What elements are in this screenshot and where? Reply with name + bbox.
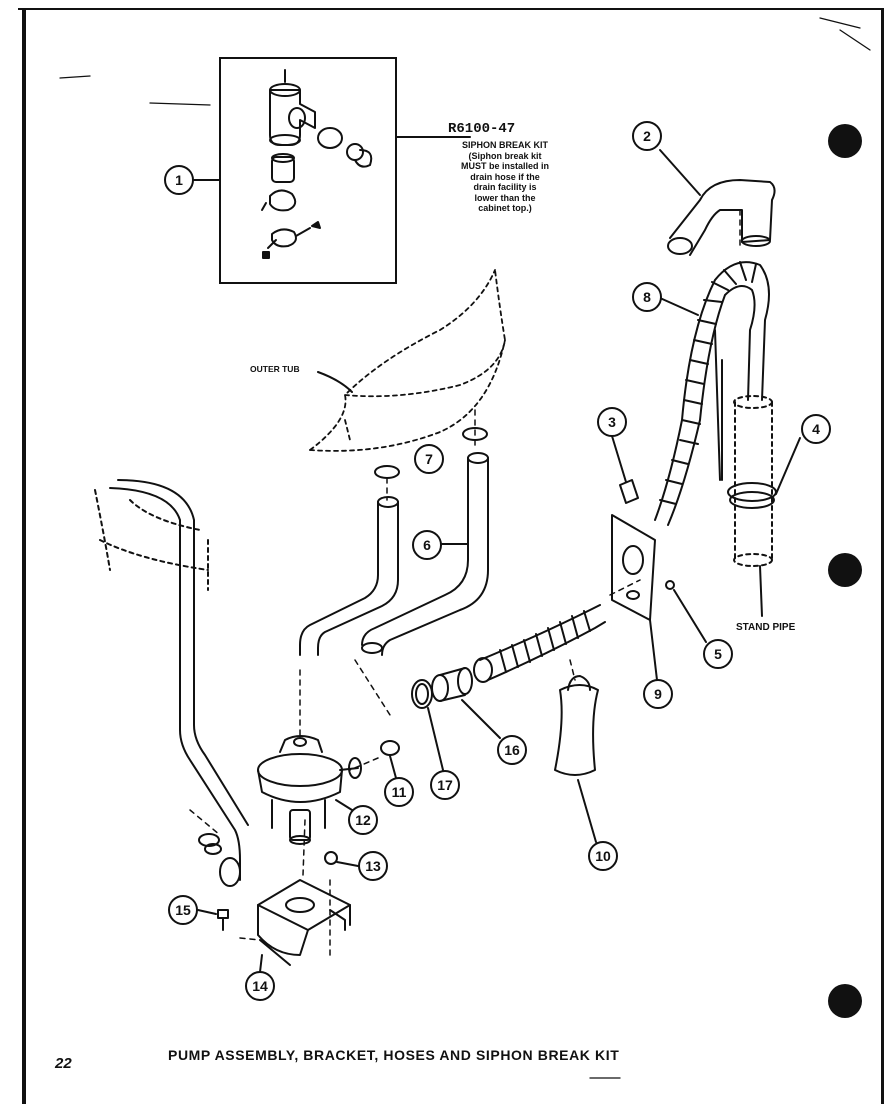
callout-10: 10 [588,841,618,871]
kit-part-number: R6100-47 [448,121,516,137]
clamp-11 [380,740,400,756]
callout-9: 9 [643,679,673,709]
callout-5-leader [673,589,707,643]
page-number: 22 [55,1055,72,1072]
callout-9-leader [649,619,658,681]
callout-16: 16 [497,735,527,765]
page-frame [18,8,884,1104]
callout-2: 2 [632,121,662,151]
callout-13-leader [336,861,359,867]
pump-assembly [257,735,362,845]
kit-line: MUST be installed in [460,161,549,171]
callout-15-leader [197,909,217,915]
siphon-break-kit-box [219,57,397,284]
binder-hole-top [828,124,862,158]
callout-4-leader [775,437,801,495]
nut-13 [324,851,338,865]
corrugated-hose-lower [473,604,606,683]
stand-pipe [727,395,777,567]
binder-hole-bottom [828,984,862,1018]
callout-8: 8 [632,282,662,312]
callout-5: 5 [703,639,733,669]
kit-line: (Siphon break kit [468,150,542,161]
drain-hose-8 [654,261,770,526]
callout-6: 6 [412,530,442,560]
kit-line: SIPHON BREAK KIT [461,140,548,150]
callout-17: 17 [430,770,460,800]
page-frame-left-edge [22,8,26,1104]
callout-13: 13 [358,851,388,881]
callout-12-leader [335,799,353,811]
screw-5 [665,580,675,590]
outer-tub-leader [317,371,353,393]
kit-line: drain facility is [473,182,537,192]
assembly-guide-lines [189,209,741,961]
stand-pipe-leader [759,565,763,617]
callout-3: 3 [597,407,627,437]
long-drain-tube [94,479,249,887]
clip-3 [619,479,639,504]
coupling-16 [431,667,473,702]
hose-elbow-2 [667,179,776,256]
binder-hole-middle [828,553,862,587]
clamp-17 [411,679,433,709]
callout-1: 1 [164,165,194,195]
callout-7: 7 [414,444,444,474]
hose-plate-9 [611,514,656,621]
callout-8-leader [659,297,699,316]
outer-tub-outline [309,269,506,452]
hose-guide-10 [554,675,599,776]
kit-line: cabinet top.) [478,203,532,213]
clamp-lower-left [198,833,222,855]
callout-10-leader [577,779,597,843]
callout-11-leader [389,755,397,779]
scan-marks [59,17,871,1079]
pump-hoses [299,452,489,656]
pump-bracket [257,879,351,966]
kit-line: drain hose if the [470,171,540,182]
callout-16-leader [461,699,501,739]
callout-14-leader [259,954,263,973]
kit-line: lower than the [474,192,536,203]
callout-14: 14 [245,971,275,1001]
stand-pipe-label: STAND PIPE [736,622,796,633]
diagram-caption: PUMP ASSEMBLY, BRACKET, HOSES AND SIPHON… [168,1047,620,1063]
kit-description: SIPHON BREAK KIT (Siphon break kit MUST … [440,140,570,214]
callout-12: 12 [348,805,378,835]
callout-2-leader [659,149,701,196]
screw-15 [217,909,229,931]
callout-3-leader [611,435,627,483]
outer-tub-label: OUTER TUB [250,364,300,374]
callout-11: 11 [384,777,414,807]
callout-15: 15 [168,895,198,925]
callout-17-leader [427,707,444,771]
siphon-break-kit-parts [261,69,373,259]
callout-4: 4 [801,414,831,444]
